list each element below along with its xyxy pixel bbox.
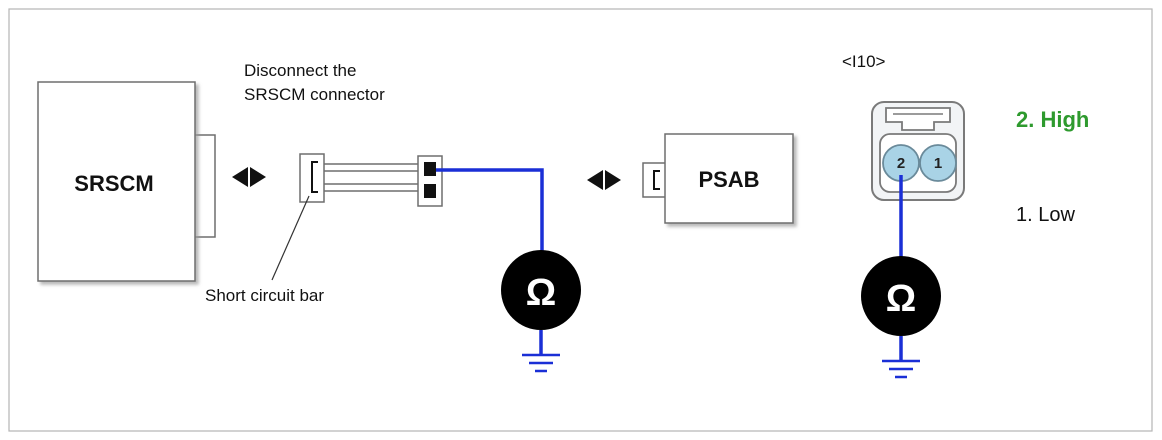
- short-bar-label: Short circuit bar: [205, 286, 324, 305]
- srscm-body: [37, 81, 196, 282]
- harness-connector: [417, 155, 443, 207]
- psab-body: [664, 133, 794, 224]
- connector-face-i10: 2 1: [871, 101, 965, 201]
- disconnect-note-line2: SRSCM connector: [244, 85, 385, 104]
- ohmmeter-symbol-right: Ω: [886, 278, 916, 320]
- pin-2-number: 2: [897, 155, 905, 172]
- double-arrow-icon: [587, 170, 621, 190]
- connector-pin-1: [919, 144, 957, 182]
- psab-module: PSAB: [642, 133, 794, 224]
- harness-terminal-bottom: [424, 184, 436, 198]
- ground-icon: [882, 359, 920, 379]
- pin-high-label: 2. High: [1016, 107, 1089, 132]
- harness-wires: [324, 163, 420, 192]
- pin-1-number: 1: [934, 155, 942, 172]
- ohmmeter-icon: Ω: [501, 250, 581, 330]
- short-bar-leader-line: [271, 195, 310, 281]
- ohmmeter-symbol-left: Ω: [526, 272, 556, 314]
- ohmmeter-icon: Ω: [861, 256, 941, 336]
- psab-label: PSAB: [698, 167, 759, 192]
- double-arrow-icon: [232, 167, 266, 187]
- disconnect-note-line1: Disconnect the: [244, 61, 356, 80]
- srscm-module: SRSCM: [37, 81, 216, 282]
- connector-id-label: <I10>: [842, 52, 886, 71]
- srscm-label: SRSCM: [74, 171, 153, 196]
- short-circuit-bar: [299, 153, 325, 203]
- ground-icon: [522, 353, 560, 373]
- srscm-connector-tab: [192, 134, 216, 238]
- test-lead-left: [436, 168, 544, 252]
- pin-low-label: 1. Low: [1016, 204, 1075, 226]
- harness-terminal-top: [424, 162, 436, 176]
